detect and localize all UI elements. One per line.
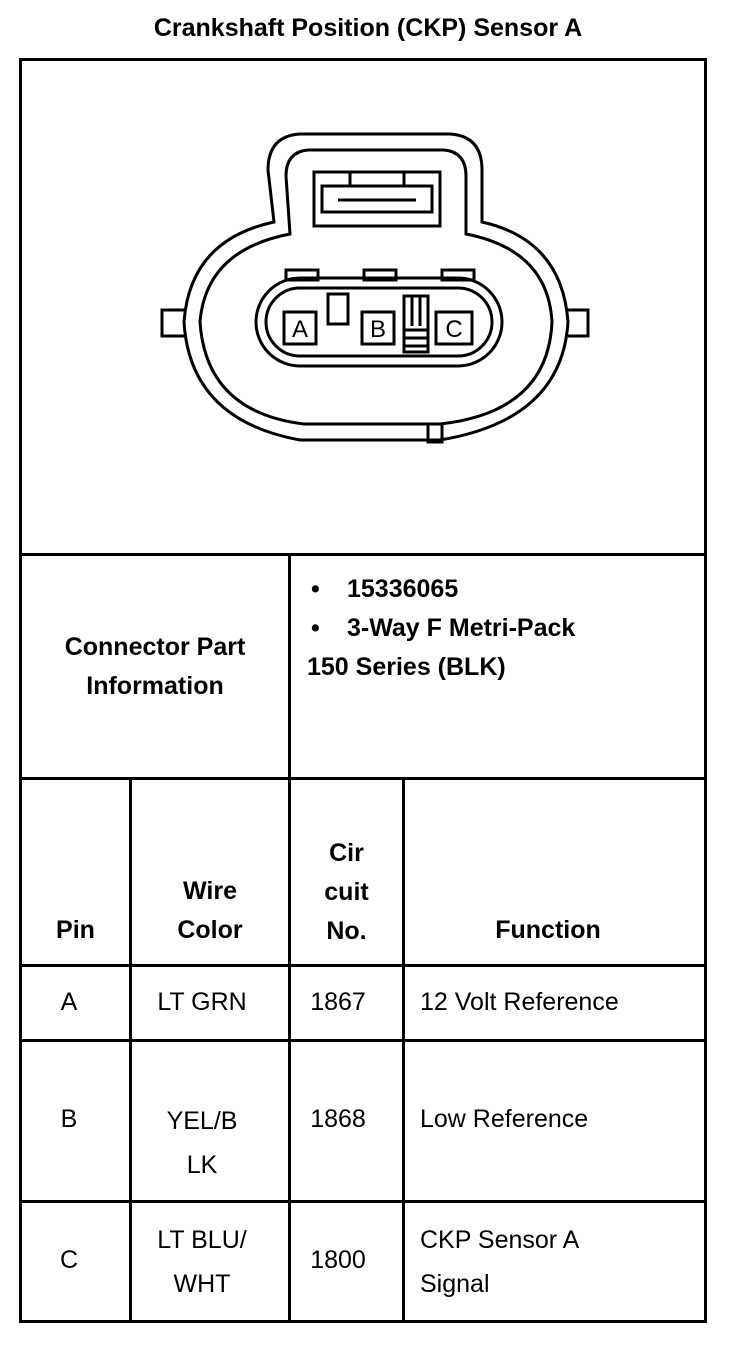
header-circuit: Cir cuit No. [291, 834, 402, 951]
header-wire-line1: Wire [183, 877, 237, 905]
divider-col-pin [129, 777, 132, 1323]
part-info-label-line1: Connector Part [64, 633, 246, 661]
divider-image-bottom [19, 553, 707, 556]
header-circuit-line1: Cir [329, 839, 364, 867]
connector-inner-shell [198, 148, 554, 426]
row-a-pin-text: A [60, 988, 78, 1016]
terminal-label-c: C [445, 316, 462, 343]
divider-partinfo-bottom [19, 777, 707, 780]
part-number-row: • 15336065 [291, 570, 701, 609]
row-c-function-line1: CKP Sensor A [420, 1226, 580, 1254]
description-row: • 3-Way F Metri-Pack [291, 609, 701, 648]
header-pin-label: Pin [56, 916, 95, 944]
terminal-a-box [282, 310, 318, 346]
header-wire-color: Wire Color [132, 872, 288, 950]
divider-col-circuit [402, 777, 405, 1323]
header-function-label: Function [495, 916, 601, 944]
divider-partinfo-col [288, 553, 291, 780]
connector-diagram: A B C [160, 132, 590, 444]
part-description-line2: 150 Series (BLK) [307, 653, 506, 681]
header-function: Function [405, 911, 691, 950]
terminal-cavity-outer [254, 276, 504, 368]
row-a-circuit: 1867 [291, 983, 385, 1022]
row-b-function-text: Low Reference [420, 1105, 589, 1133]
row-b-wire-line1: YEL/B [166, 1107, 238, 1135]
header-circuit-line2: cuit [324, 878, 369, 906]
row-a-wire-text: LT GRN [157, 988, 247, 1016]
bottom-key [426, 422, 444, 444]
row-b-pin: B [22, 1100, 116, 1139]
part-description-line1: 3-Way F Metri-Pack [347, 614, 576, 642]
row-a-circuit-text: 1867 [310, 988, 366, 1016]
row-a-function-text: 12 Volt Reference [420, 988, 619, 1016]
row-c-circuit-text: 1800 [310, 1246, 366, 1274]
row-c-pin-text: C [59, 1246, 79, 1274]
row-b-wire-line2: LK [186, 1151, 218, 1179]
row-b-circuit: 1868 [291, 1100, 385, 1139]
border-bottom [19, 1320, 707, 1323]
row-b-wire: YEL/B LK [132, 1099, 272, 1187]
row-c-wire: LT BLU/ WHT [132, 1218, 272, 1306]
bullet-1: • [311, 575, 320, 603]
right-ear [568, 308, 590, 338]
left-ear [160, 308, 184, 338]
locking-tab-inner [320, 184, 434, 214]
row-c-function: CKP Sensor A Signal [420, 1218, 700, 1306]
divider-header-bottom [19, 964, 707, 967]
row-a-pin: A [22, 983, 116, 1022]
terminal-label-a: A [292, 316, 308, 343]
row-a-wire: LT GRN [132, 983, 272, 1022]
part-info-label-line2: Information [86, 672, 224, 700]
border-left [19, 58, 22, 1323]
divider-col-wire [288, 777, 291, 1323]
border-top [19, 58, 707, 61]
row-c-wire-line2: WHT [173, 1270, 231, 1298]
row-b-pin-text: B [60, 1105, 78, 1133]
header-pin: Pin [22, 911, 129, 950]
terminal-c-box [434, 310, 474, 346]
header-circuit-line3: No. [326, 917, 367, 945]
part-info-label: Connector Part Information [22, 628, 288, 706]
terminal-cavity-inner [264, 286, 494, 358]
row-a-function: 12 Volt Reference [420, 983, 700, 1022]
row-b-function: Low Reference [420, 1100, 700, 1139]
row-c-circuit: 1800 [291, 1241, 385, 1280]
terminal-b-box [360, 310, 396, 346]
header-wire-line2: Color [177, 916, 243, 944]
row-c-function-line2: Signal [420, 1270, 490, 1298]
locking-tab [312, 170, 442, 228]
part-info-values: • 15336065 • 3-Way F Metri-Pack 150 Seri… [291, 570, 701, 687]
divider-row-b-bottom [19, 1200, 707, 1203]
row-c-pin: C [22, 1241, 116, 1280]
connector-outer-shell [182, 132, 570, 442]
divider-row-a-bottom [19, 1039, 707, 1042]
part-number: 15336065 [347, 575, 459, 603]
bullet-2: • [311, 614, 320, 642]
page-title: Crankshaft Position (CKP) Sensor A [153, 14, 583, 42]
row-c-wire-line1: LT BLU/ [157, 1226, 247, 1254]
border-right [704, 58, 707, 1323]
row-b-circuit-text: 1868 [310, 1105, 366, 1133]
terminal-label-b: B [370, 316, 386, 343]
